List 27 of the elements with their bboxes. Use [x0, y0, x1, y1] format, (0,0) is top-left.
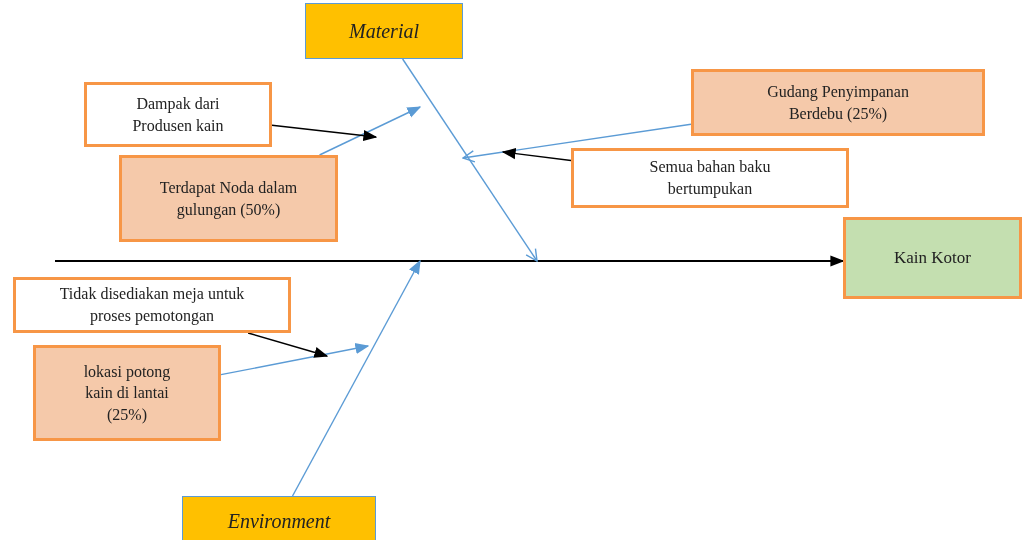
arrow [401, 58, 538, 262]
arrow [291, 259, 421, 497]
effect-box [843, 217, 1022, 299]
cause-box [33, 345, 221, 441]
arrow [271, 124, 378, 142]
arrow [501, 148, 572, 162]
arrow [462, 123, 692, 163]
cause-text: Kain Kotor [894, 246, 971, 269]
sub-cause-box [13, 277, 291, 333]
arrow [247, 332, 329, 358]
sub-cause-box [571, 148, 849, 208]
cause-box [119, 155, 338, 242]
cause-text: lokasi potong kain di lantai (25%) [82, 361, 172, 426]
sub-cause-box [84, 82, 272, 147]
category-box [305, 3, 463, 59]
cause-text: Dampak dari Produsen kain [131, 93, 225, 136]
category-label: Material [349, 18, 419, 44]
cause-text: Gudang Penyimpanan Berdebu (25%) [766, 81, 910, 125]
cause-box [691, 69, 985, 136]
cause-text: Tidak disediakan meja untuk proses pemotongan [58, 284, 246, 327]
spine-arrow [54, 255, 845, 267]
arrow [318, 106, 422, 156]
category-box [182, 496, 376, 540]
cause-text: Terdapat Noda dalam gulungan (50%) [158, 177, 299, 221]
arrow [220, 342, 370, 376]
category-label: Environment [227, 508, 331, 534]
cause-text: Semua bahan baku bertumpukan [648, 157, 772, 200]
